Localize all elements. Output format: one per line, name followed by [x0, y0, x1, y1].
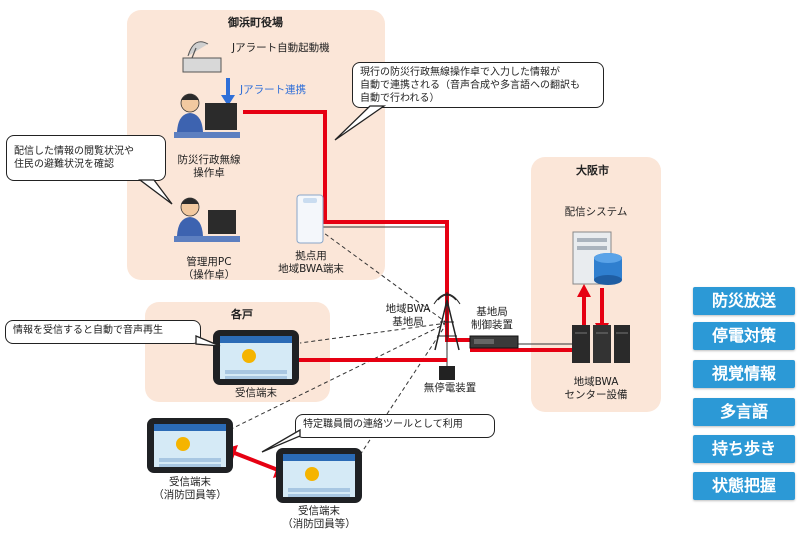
osaka-title: 大阪市	[576, 164, 609, 177]
bwa-terminal-icon	[296, 194, 324, 244]
fire-receiver-1-label: 受信端末 （消防団員等）	[153, 476, 227, 501]
wireless-link-fire1	[224, 322, 448, 433]
server-database-icon	[572, 231, 622, 285]
bwa-center-label: 地域BWA センター設備	[564, 376, 628, 401]
cityhall-title: 御浜町役場	[228, 16, 283, 29]
jalert-device-label: Jアラート自動起動機	[232, 42, 330, 54]
callout-auto-play: 情報を受信すると自動で音声再生	[5, 320, 201, 344]
callout-auto-play-pointer	[195, 335, 221, 347]
household-title: 各戸	[231, 308, 253, 321]
callout-staff-tool-pointer	[261, 428, 301, 453]
base-controller-label: 基地局 制御装置	[471, 306, 513, 331]
feature-tag-portable: 持ち歩き	[693, 435, 795, 463]
cityhall-region	[127, 10, 385, 280]
management-pc-label: 管理用PC （操作卓）	[182, 256, 236, 281]
feature-tag-status: 状態把握	[693, 472, 795, 500]
feature-tag-multilingual: 多言語	[693, 398, 795, 426]
red-path-console	[243, 110, 470, 342]
jalert-arrow-head	[221, 95, 235, 106]
console-label: 防災行政無線 操作卓	[177, 154, 241, 179]
feature-tag-visual-info: 視覚情報	[693, 360, 795, 388]
jalert-link-label: Jアラート連携	[240, 84, 307, 96]
callout-auto-link-pointer	[334, 105, 387, 141]
delivery-system-label: 配信システム	[564, 206, 628, 218]
feature-tag-power-outage: 停電対策	[693, 322, 795, 350]
wireless-link-household	[299, 322, 448, 344]
ups-label: 無停電装置	[423, 382, 477, 394]
callout-staff-tool: 特定職員間の連絡ツールとして利用	[295, 414, 495, 438]
callout-status-check: 配信した情報の閲覧状況や 住民の避難状況を確認	[6, 135, 166, 181]
manager-icon	[174, 197, 240, 242]
center-rack-icon	[572, 325, 630, 363]
callout-auto-link: 現行の防災行政無線操作卓で入力した情報が 自動で連携される（音声合成や多言語への…	[352, 62, 604, 108]
wireless-link-fire2	[359, 322, 448, 456]
satellite-dish-icon	[182, 41, 222, 73]
callout-status-check-pointer	[138, 179, 173, 205]
antenna-tower-icon	[433, 292, 461, 351]
fire-team-tablet-1	[147, 418, 233, 473]
fire-team-tablet-2	[276, 448, 362, 503]
base-controller-icon	[469, 335, 519, 349]
fire-link-line	[231, 450, 279, 472]
operator-icon	[174, 93, 240, 138]
receiver-label: 受信端末	[235, 387, 277, 399]
household-receiver-tablet	[213, 330, 299, 385]
bwa-terminal-label: 拠点用 地域BWA端末	[278, 250, 344, 275]
feature-tag-disaster-broadcast: 防災放送	[693, 287, 795, 315]
fire-receiver-2-label: 受信端末 （消防団員等）	[282, 505, 356, 530]
bwa-base-station-label: 地域BWA 基地局	[385, 303, 431, 328]
ups-icon	[439, 366, 455, 380]
arrow-up-delivery	[577, 284, 591, 297]
